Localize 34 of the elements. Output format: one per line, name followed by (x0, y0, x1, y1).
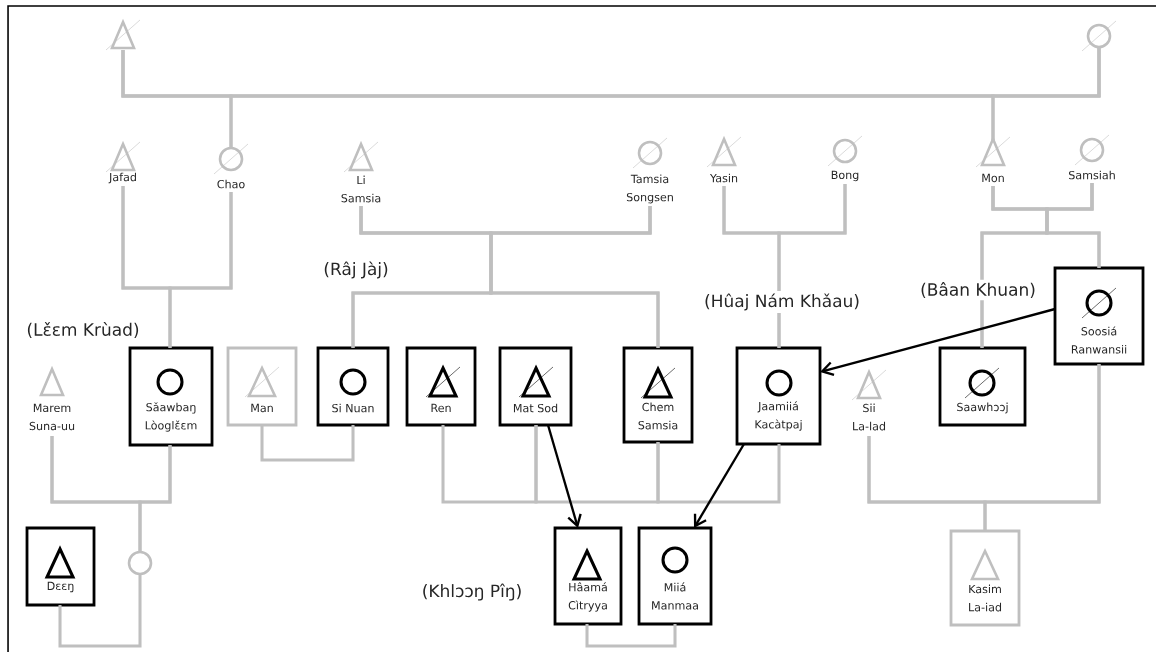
group-label: (Hûaj Nám Khǎau) (701, 291, 863, 313)
person-box: Sǎawbaŋ Lòoglɛ̌ɛm (128, 346, 214, 447)
person-box: Si Nuan (316, 346, 390, 427)
kinship-line (168, 192, 233, 348)
person-box: Saawhɔɔj (938, 346, 1027, 427)
kinship-line (983, 364, 1101, 531)
kinship-line (260, 425, 355, 462)
person-box: Kasim La-iad (949, 529, 1021, 627)
kinship-line (138, 445, 172, 551)
person-box: Chem Samsia (622, 346, 694, 444)
person-box: Soosiá Ranwansii (1053, 266, 1145, 366)
kinship-line (585, 624, 677, 648)
group-label: (Râj Jàj) (321, 259, 392, 281)
kinship-line (489, 206, 660, 348)
kinship-line (1045, 183, 1101, 268)
kinship-line (777, 184, 847, 348)
person-box: Hâamá Cìtryya (553, 526, 623, 626)
person-box: Miiá Manmaa (637, 526, 713, 626)
circle-symbol (127, 550, 153, 576)
arrow (820, 307, 1056, 377)
person-box: Mat Sod (498, 346, 573, 427)
arrow (546, 424, 582, 528)
group-label: (Khlɔɔŋ Pîŋ) (419, 581, 525, 603)
group-label: (Lɛ̌ɛm Krùad) (24, 319, 142, 341)
person-box: Ren (405, 346, 477, 427)
person-box: Man (226, 346, 298, 427)
kinship-line (58, 575, 142, 648)
group-label: (Bâan Khuan) (917, 279, 1039, 301)
person-box: Dɛɛŋ (25, 526, 96, 607)
person-box: Jaamiiá Kacàtpaj (735, 346, 822, 446)
circle-symbol (1081, 20, 1117, 52)
arrow (693, 443, 745, 528)
kinship-line (656, 442, 781, 504)
kinship-line (991, 48, 1101, 140)
